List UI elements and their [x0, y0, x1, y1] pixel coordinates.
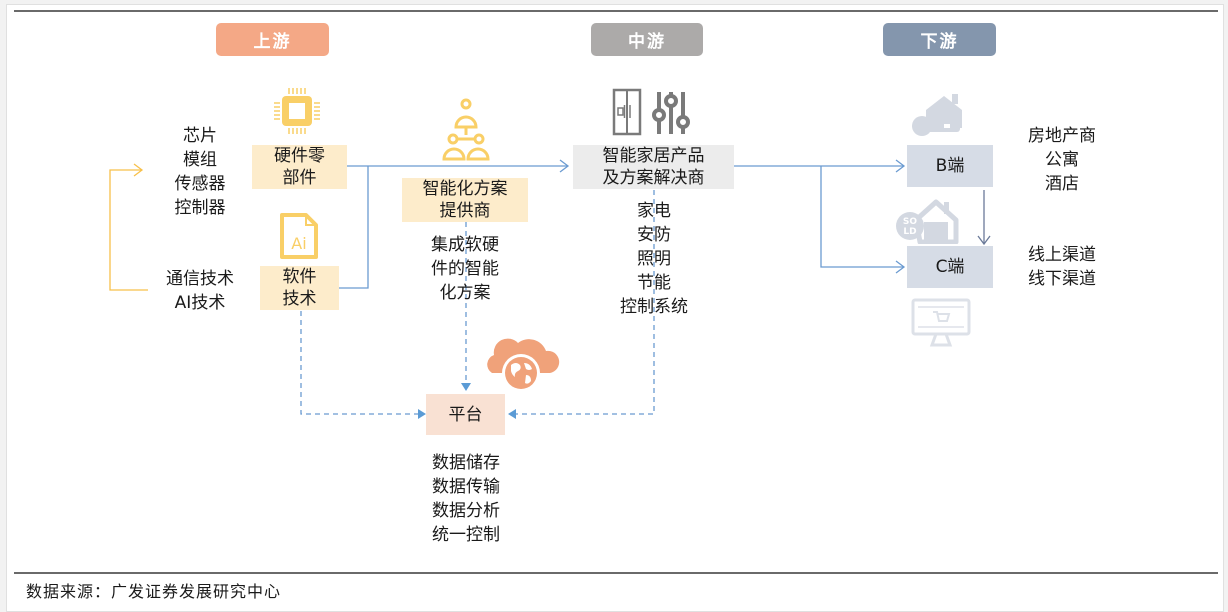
- software-items: 通信技术 AI技术: [152, 267, 248, 315]
- platform-functions: 数据储存 数据传输 数据分析 统一控制: [432, 453, 500, 545]
- dashed-to-platform: [300, 190, 655, 415]
- svg-text:Ai: Ai: [291, 234, 306, 253]
- stage-downstream: 下游: [883, 23, 996, 56]
- top-rule: [14, 10, 1218, 12]
- flow-midstream-to-downstream: [734, 159, 906, 274]
- monitor-cart-icon: [911, 298, 971, 347]
- b-end-customers: 房地产商 公寓 酒店: [1028, 126, 1096, 194]
- stage-upstream: 上游: [216, 23, 329, 56]
- svg-text:LD: LD: [903, 227, 916, 237]
- software-item: 通信技术: [166, 269, 234, 289]
- solution-provider-box: 智能化方案 提供商: [402, 178, 528, 222]
- hardware-item: 传感器: [174, 174, 226, 194]
- bottom-rule: [14, 572, 1218, 574]
- hardware-items: 芯片 模组 传感器 控制器: [160, 124, 240, 220]
- flow-upstream-to-midstream: [339, 159, 570, 289]
- b-end-box: B端: [907, 145, 993, 187]
- chip-icon: [274, 88, 320, 134]
- solution-description: 集成软硬 件的智能 化方案: [431, 235, 499, 303]
- sliders-icon: [652, 92, 690, 134]
- software-tech-box: 软件 技术: [260, 266, 339, 310]
- software-item: AI技术: [174, 293, 226, 313]
- feedback-tech-to-components: [109, 163, 148, 291]
- svg-text:SO: SO: [903, 217, 917, 227]
- hardware-item: 控制器: [174, 198, 226, 218]
- c-end-box: C端: [907, 246, 993, 288]
- hardware-item: 模组: [183, 150, 217, 170]
- hardware-item: 芯片: [183, 126, 217, 146]
- network-hierarchy-icon: [442, 98, 490, 161]
- data-source-note: 数据来源：广发证券发展研究中心: [26, 582, 282, 601]
- ai-file-icon: Ai: [280, 213, 318, 259]
- flow-b-to-c: [977, 190, 991, 246]
- house-key-icon: [912, 94, 962, 136]
- hardware-components-box: 硬件零 部件: [252, 145, 347, 189]
- cloud-globe-icon: [487, 338, 560, 392]
- c-end-channels: 线上渠道 线下渠道: [1028, 245, 1096, 289]
- sold-house-icon: SO LD: [896, 199, 959, 244]
- refrigerator-icon: [612, 88, 642, 136]
- platform-box: 平台: [426, 394, 505, 435]
- smart-home-provider-box: 智能家居产品 及方案解决商: [573, 145, 734, 189]
- stage-midstream: 中游: [591, 23, 703, 56]
- product-categories: 家电 安防 照明 节能 控制系统: [620, 201, 688, 317]
